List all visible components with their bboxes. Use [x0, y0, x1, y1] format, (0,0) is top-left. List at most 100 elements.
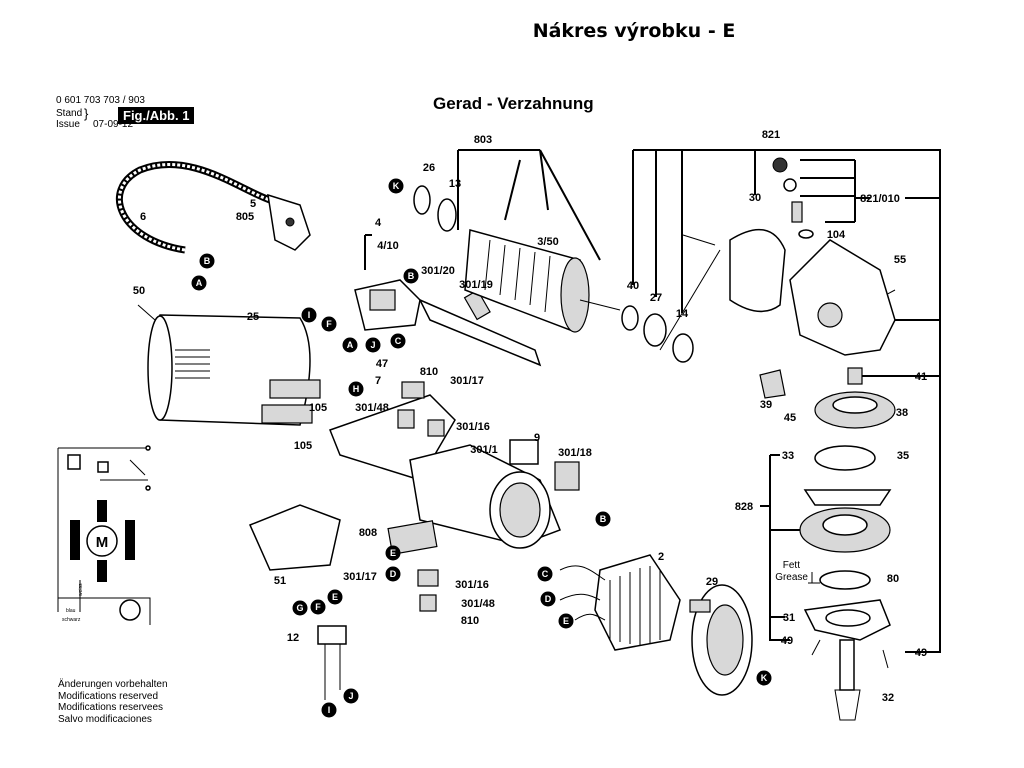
capacitor-part: [248, 504, 347, 700]
part-label: 13: [449, 178, 461, 190]
bearing-parts: [621, 305, 694, 363]
letter-circle: [191, 275, 207, 291]
letter-circle: [558, 613, 574, 629]
letter-circle: [365, 337, 381, 353]
part-label: 50: [133, 285, 145, 297]
part-label: 2: [658, 551, 664, 563]
letter-circle: [343, 688, 359, 704]
note-fr: Modifications reservees: [58, 702, 164, 713]
letter-text: D: [545, 594, 552, 604]
grease-label-de: Fett: [783, 560, 800, 571]
bevel-gear-part: [759, 367, 896, 429]
letter-circle: [321, 702, 337, 718]
part-label: 810: [420, 366, 438, 378]
letter-text: J: [348, 691, 353, 701]
bracket-lines: [457, 149, 941, 653]
connector-letter-badge: I: [321, 702, 337, 718]
armature-part: [413, 185, 621, 333]
part-label: 301/16: [455, 579, 489, 591]
connector-letter-badge: E: [558, 613, 574, 629]
letter-text: I: [328, 705, 331, 715]
part-label: 5: [250, 198, 256, 210]
grease-label-en: Grease: [775, 572, 808, 583]
letter-text: C: [395, 336, 402, 346]
letter-circle: [385, 545, 401, 561]
connector-letter-badge: I: [301, 307, 317, 323]
connector-letter-badge: K: [388, 178, 404, 194]
letter-circle: [756, 670, 772, 686]
wire-label-blue: blau: [66, 608, 76, 614]
connector-letter-badge: C: [390, 333, 406, 349]
part-label: 51: [274, 575, 286, 587]
connector-letter-badge: B: [595, 511, 611, 527]
grease-note: Fett Grease: [775, 560, 820, 584]
part-label: 821/010: [860, 193, 900, 205]
letter-text: J: [370, 340, 375, 350]
connector-letter-badge: A: [342, 337, 358, 353]
part-label: 26: [423, 162, 435, 174]
part-label: 49: [915, 647, 927, 659]
letter-text: K: [761, 673, 768, 683]
part-label: 49: [781, 635, 793, 647]
note-en: Modifications reserved: [58, 690, 159, 702]
motor-housing-part: [147, 314, 321, 426]
letter-text: F: [326, 319, 332, 329]
part-label: 301/17: [450, 375, 484, 387]
letter-text: E: [390, 548, 396, 558]
wire-label-white: weiss: [78, 583, 84, 596]
connector-letter-badge: E: [385, 545, 401, 561]
letter-circle: [327, 589, 343, 605]
letter-circle: [540, 591, 556, 607]
part-label: 828: [735, 501, 753, 513]
part-label: 30: [749, 192, 761, 204]
part-label: 301/18: [558, 447, 592, 459]
letter-circle: [388, 178, 404, 194]
letter-text: I: [308, 310, 311, 320]
part-label: 32: [882, 692, 894, 704]
part-label: 31: [783, 612, 795, 624]
brush-holder-part: [387, 381, 445, 612]
connector-letter-badge: B: [403, 268, 419, 284]
letter-circle: [537, 566, 553, 582]
part-label: 55: [894, 254, 906, 266]
part-label: 301/20: [421, 265, 455, 277]
letter-text: G: [296, 603, 303, 613]
letter-circle: [342, 337, 358, 353]
letter-circle: [321, 316, 337, 332]
connector-letter-badge: J: [343, 688, 359, 704]
part-label: 80: [887, 573, 899, 585]
letter-circle: [301, 307, 317, 323]
letter-circle: [348, 381, 364, 397]
part-label: 805: [236, 211, 254, 223]
stand-label: Stand: [56, 108, 83, 119]
letter-circle: [310, 599, 326, 615]
part-label: 301/19: [459, 279, 493, 291]
letter-circle: [390, 333, 406, 349]
brace-icon: }: [84, 106, 89, 121]
part-label: 45: [784, 412, 796, 424]
connector-letter-badge: F: [310, 599, 326, 615]
bearing-flange-part: [799, 445, 892, 721]
part-label: 41: [915, 371, 927, 383]
letter-circle: [199, 253, 215, 269]
letter-text: K: [393, 181, 400, 191]
part-label: 301/17: [343, 571, 377, 583]
part-label: 105: [309, 402, 327, 414]
part-label: 301/48: [355, 402, 389, 414]
letter-text: E: [563, 616, 569, 626]
connector-letter-badge: E: [327, 589, 343, 605]
connector-letter-badge: D: [385, 566, 401, 582]
part-label: 810: [461, 615, 479, 627]
connector-letter-badge: C: [537, 566, 553, 582]
letter-circle: [403, 268, 419, 284]
connector-letter-badge: G: [292, 600, 308, 616]
power-cable-part: [116, 161, 311, 254]
part-label: 47: [376, 358, 388, 370]
part-label: 4/10: [377, 240, 398, 252]
modification-notes: Änderungen vorbehalten Modifications res…: [58, 679, 168, 725]
figure-label: Fig./Abb. 1: [118, 107, 195, 124]
switch-part: [354, 234, 542, 367]
connector-letter-badge: F: [321, 316, 337, 332]
